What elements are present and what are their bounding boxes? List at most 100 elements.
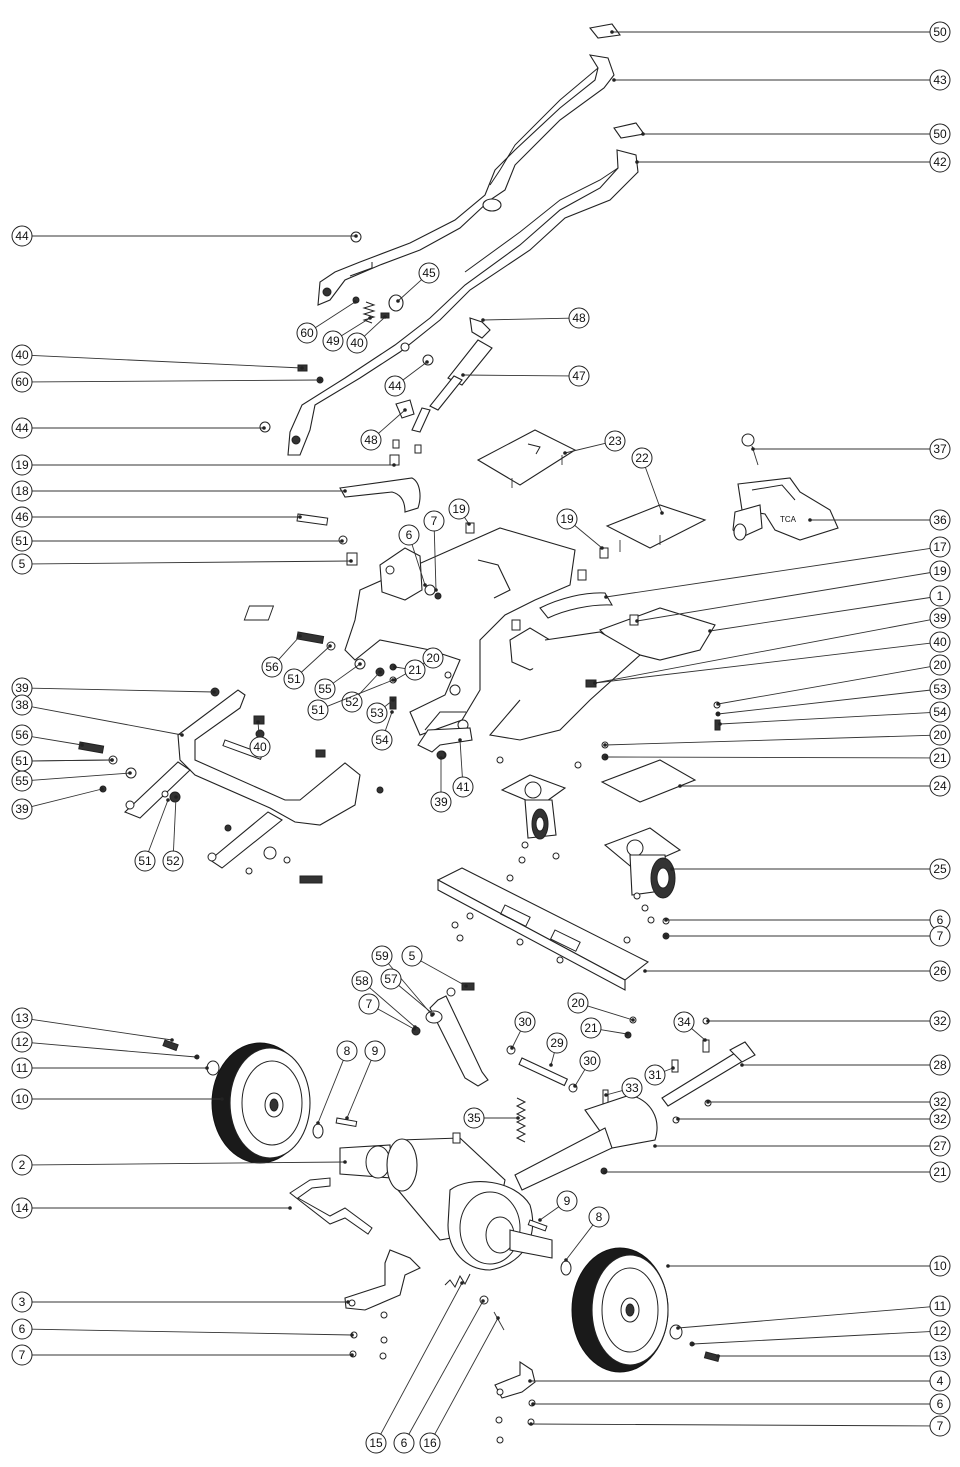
- callout-number: 29: [550, 1036, 564, 1050]
- callout-12: 12: [11, 1031, 198, 1059]
- leader-line: [31, 772, 131, 781]
- part-15-spring: [444, 1273, 471, 1288]
- callout-6: 6: [11, 1318, 354, 1340]
- callout-number: 24: [933, 779, 947, 793]
- callout-bubble: [11, 225, 33, 247]
- leader-dot: [676, 1326, 680, 1330]
- callout-number: 56: [15, 728, 29, 742]
- leader-line: [459, 739, 463, 778]
- leader-dot: [706, 1019, 710, 1023]
- callout-number: 48: [572, 311, 586, 325]
- callout-bubble: [322, 330, 344, 352]
- callout-10: 10: [11, 1088, 224, 1110]
- callout-number: 34: [677, 1015, 691, 1029]
- callout-bubble: [371, 945, 393, 967]
- callout-9: 9: [345, 1040, 386, 1120]
- callout-2: 2: [11, 1154, 347, 1176]
- callout-57: 57: [380, 968, 435, 1016]
- callout-6: 6: [531, 1393, 951, 1415]
- leader-dot: [458, 738, 462, 742]
- leader-dot: [423, 583, 427, 587]
- part-26-cross-bar: [436, 867, 650, 991]
- leader-dot: [635, 160, 639, 164]
- leader-dot: [288, 1206, 292, 1210]
- callout-54: 54: [718, 701, 951, 726]
- callout-bubble: [929, 151, 951, 173]
- callout-27: 27: [653, 1135, 951, 1157]
- leader-line: [691, 1028, 706, 1041]
- callout-7: 7: [423, 510, 445, 592]
- callout-number: 40: [933, 635, 947, 649]
- callout-42: 42: [635, 151, 951, 173]
- callout-45: 45: [396, 262, 440, 303]
- part-29-pin: [518, 1057, 569, 1087]
- callout-50: 50: [610, 21, 951, 43]
- leader-line: [31, 706, 183, 736]
- callout-number: 51: [287, 672, 301, 686]
- part-9-key-right: [527, 1219, 548, 1232]
- callout-number: 20: [426, 651, 440, 665]
- callout-number: 4: [937, 1374, 944, 1388]
- callout-number: 11: [16, 1061, 29, 1075]
- callout-number: 12: [15, 1035, 29, 1049]
- callout-bubble: [307, 699, 329, 721]
- callout-number: 39: [15, 681, 29, 695]
- callout-bubble: [929, 438, 951, 460]
- leader-dot: [528, 1379, 532, 1383]
- leader-dot: [349, 559, 353, 563]
- callout-20: 20: [567, 992, 635, 1022]
- leader-dot: [481, 318, 485, 322]
- part-37-pin: [741, 433, 759, 466]
- callout-52: 52: [341, 670, 382, 713]
- leader-line: [574, 1069, 586, 1087]
- callout-number: 10: [15, 1092, 29, 1106]
- callout-number: 10: [933, 1259, 947, 1273]
- callout-32: 32: [706, 1091, 951, 1113]
- leader-dot: [354, 234, 358, 238]
- callout-number: 6: [19, 1322, 26, 1336]
- leader-dot: [563, 451, 567, 455]
- leader-dot: [298, 634, 302, 638]
- callout-number: 7: [431, 514, 438, 528]
- leader-dot: [660, 511, 664, 515]
- callout-40: 40: [593, 631, 951, 685]
- leader-line: [587, 1005, 634, 1021]
- leader-dot: [439, 756, 443, 760]
- callout-bubble: [11, 417, 33, 439]
- callout-bubble: [929, 1255, 951, 1277]
- callout-number: 35: [467, 1111, 481, 1125]
- callout-11: 11: [676, 1295, 951, 1330]
- leader-dot: [564, 1258, 568, 1262]
- callout-bubble: [11, 1088, 33, 1110]
- callout-number: 36: [933, 513, 947, 527]
- callout-bubble: [401, 945, 423, 967]
- callout-bubble: [929, 654, 951, 676]
- callout-49: 49: [322, 316, 372, 352]
- leader-line: [564, 442, 606, 454]
- leader-dot: [412, 1027, 416, 1031]
- leader-dot: [604, 595, 608, 599]
- callout-bubble: [929, 960, 951, 982]
- callout-number: 33: [625, 1081, 639, 1095]
- callout-number: 13: [15, 1011, 29, 1025]
- leader-line: [380, 1282, 463, 1435]
- callout-number: 39: [933, 611, 947, 625]
- callout-bubble: [621, 1077, 643, 1099]
- callout-number: 54: [933, 705, 947, 719]
- part-3-bracket: [344, 1249, 421, 1360]
- callout-39: 39: [11, 677, 216, 699]
- leader-line: [605, 548, 931, 598]
- part-28-axle-rod: [661, 1041, 756, 1124]
- callout-number: 19: [560, 512, 574, 526]
- callout-bubble: [929, 21, 951, 43]
- callout-number: 1: [937, 589, 944, 603]
- part-label-plate-top: [588, 23, 621, 39]
- callout-number: 12: [933, 1324, 947, 1338]
- callout-number: 31: [648, 1068, 662, 1082]
- callout-8: 8: [316, 1040, 358, 1125]
- leader-dot: [671, 1066, 675, 1070]
- leader-line: [482, 317, 570, 321]
- callout-21: 21: [580, 1017, 629, 1039]
- callout-bubble: [929, 509, 951, 531]
